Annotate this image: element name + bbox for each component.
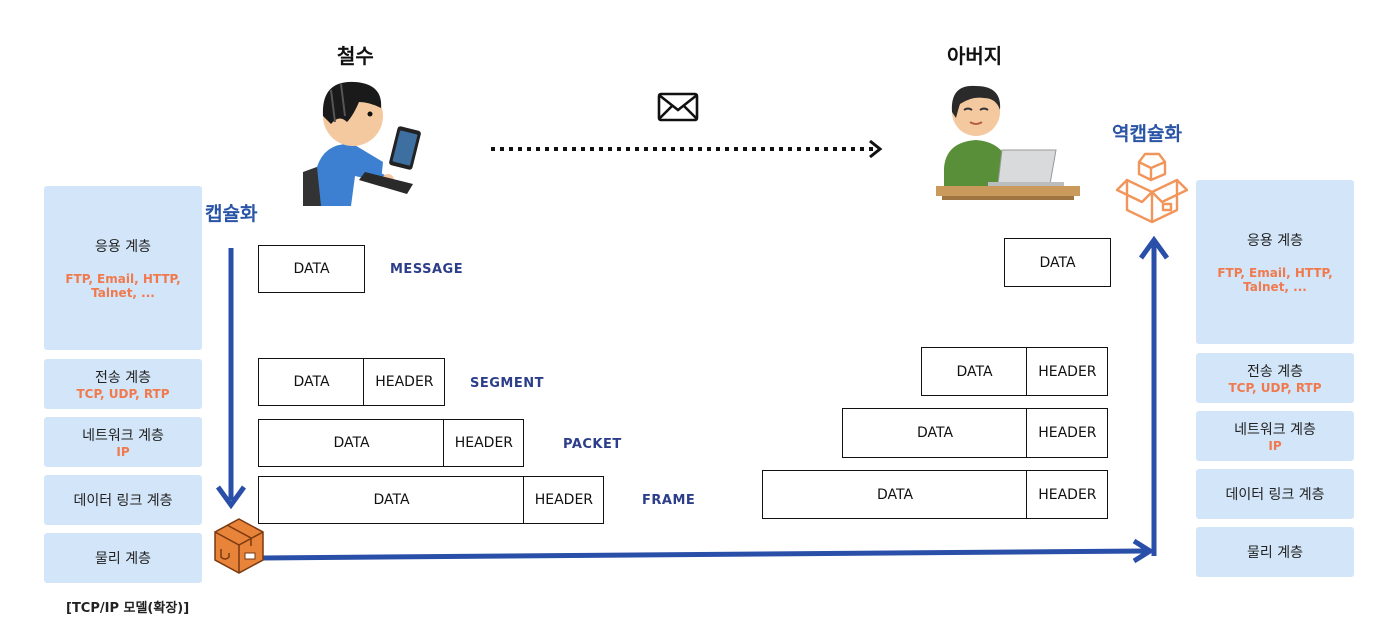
layer-protocols: IP [1268, 439, 1282, 453]
parcel-box-icon [214, 518, 264, 574]
layer-protocols: FTP, Email, HTTP, Talnet, ... [65, 272, 181, 300]
open-box-icon [1115, 152, 1189, 224]
right-frame-data-box: DATA [762, 470, 1028, 519]
right-transport-layer: 전송 계층 TCP, UDP, RTP [1196, 353, 1354, 403]
layer-name: 물리 계층 [95, 551, 151, 567]
receiver-illustration [936, 85, 1080, 200]
layer-protocols: TCP, UDP, RTP [76, 387, 170, 401]
layer-protocols: TCP, UDP, RTP [1228, 381, 1322, 395]
right-packet-header-box: HEADER [1026, 408, 1109, 458]
sender-illustration [303, 81, 421, 206]
right-segment-header-box: HEADER [1026, 347, 1109, 396]
layer-name: 응용 계층 [95, 239, 151, 255]
right-segment-data-box: DATA [921, 347, 1028, 396]
transmission-arrow [491, 139, 883, 159]
layer-name: 네트워크 계층 [82, 428, 164, 444]
right-message-data-box: DATA [1004, 238, 1111, 287]
sender-name: 철수 [337, 44, 374, 68]
packet-label: PACKET [563, 437, 622, 452]
layer-name: 응용 계층 [1247, 233, 1303, 249]
frame-header-box: HEADER [523, 476, 605, 524]
left-datalink-layer: 데이터 링크 계층 [44, 475, 202, 525]
layer-name: 물리 계층 [1247, 545, 1303, 561]
left-application-layer: 응용 계층 FTP, Email, HTTP, Talnet, ... [44, 186, 202, 350]
receiver-name: 아버지 [947, 44, 1003, 68]
left-physical-layer: 물리 계층 [44, 533, 202, 583]
layer-name: 전송 계층 [95, 370, 151, 386]
left-network-layer: 네트워크 계층 IP [44, 417, 202, 467]
right-packet-data-box: DATA [842, 408, 1028, 458]
layer-name: 전송 계층 [1247, 364, 1303, 380]
layer-protocols: IP [116, 445, 130, 459]
message-data-box: DATA [258, 245, 365, 293]
packet-data-box: DATA [258, 419, 445, 467]
right-network-layer: 네트워크 계층 IP [1196, 411, 1354, 461]
envelope-icon [657, 92, 699, 122]
layer-protocols: FTP, Email, HTTP, Talnet, ... [1217, 266, 1333, 294]
layer-name: 데이터 링크 계층 [73, 493, 173, 509]
frame-data-box: DATA [258, 476, 525, 524]
right-physical-layer: 물리 계층 [1196, 527, 1354, 577]
right-frame-header-box: HEADER [1026, 470, 1109, 519]
packet-header-box: HEADER [443, 419, 525, 467]
segment-data-box: DATA [258, 358, 365, 406]
encapsulation-label: 캡슐화 [205, 203, 258, 225]
right-application-layer: 응용 계층 FTP, Email, HTTP, Talnet, ... [1196, 180, 1354, 344]
message-label: MESSAGE [390, 262, 464, 277]
segment-header-box: HEADER [363, 358, 446, 406]
right-datalink-layer: 데이터 링크 계층 [1196, 469, 1354, 519]
layer-name: 데이터 링크 계층 [1225, 487, 1325, 503]
model-caption: [TCP/IP 모델(확장)] [66, 601, 190, 616]
decapsulation-label: 역캡슐화 [1112, 123, 1182, 145]
layer-name: 네트워크 계층 [1234, 422, 1316, 438]
frame-label: FRAME [642, 493, 696, 508]
left-transport-layer: 전송 계층 TCP, UDP, RTP [44, 359, 202, 409]
segment-label: SEGMENT [470, 376, 544, 391]
